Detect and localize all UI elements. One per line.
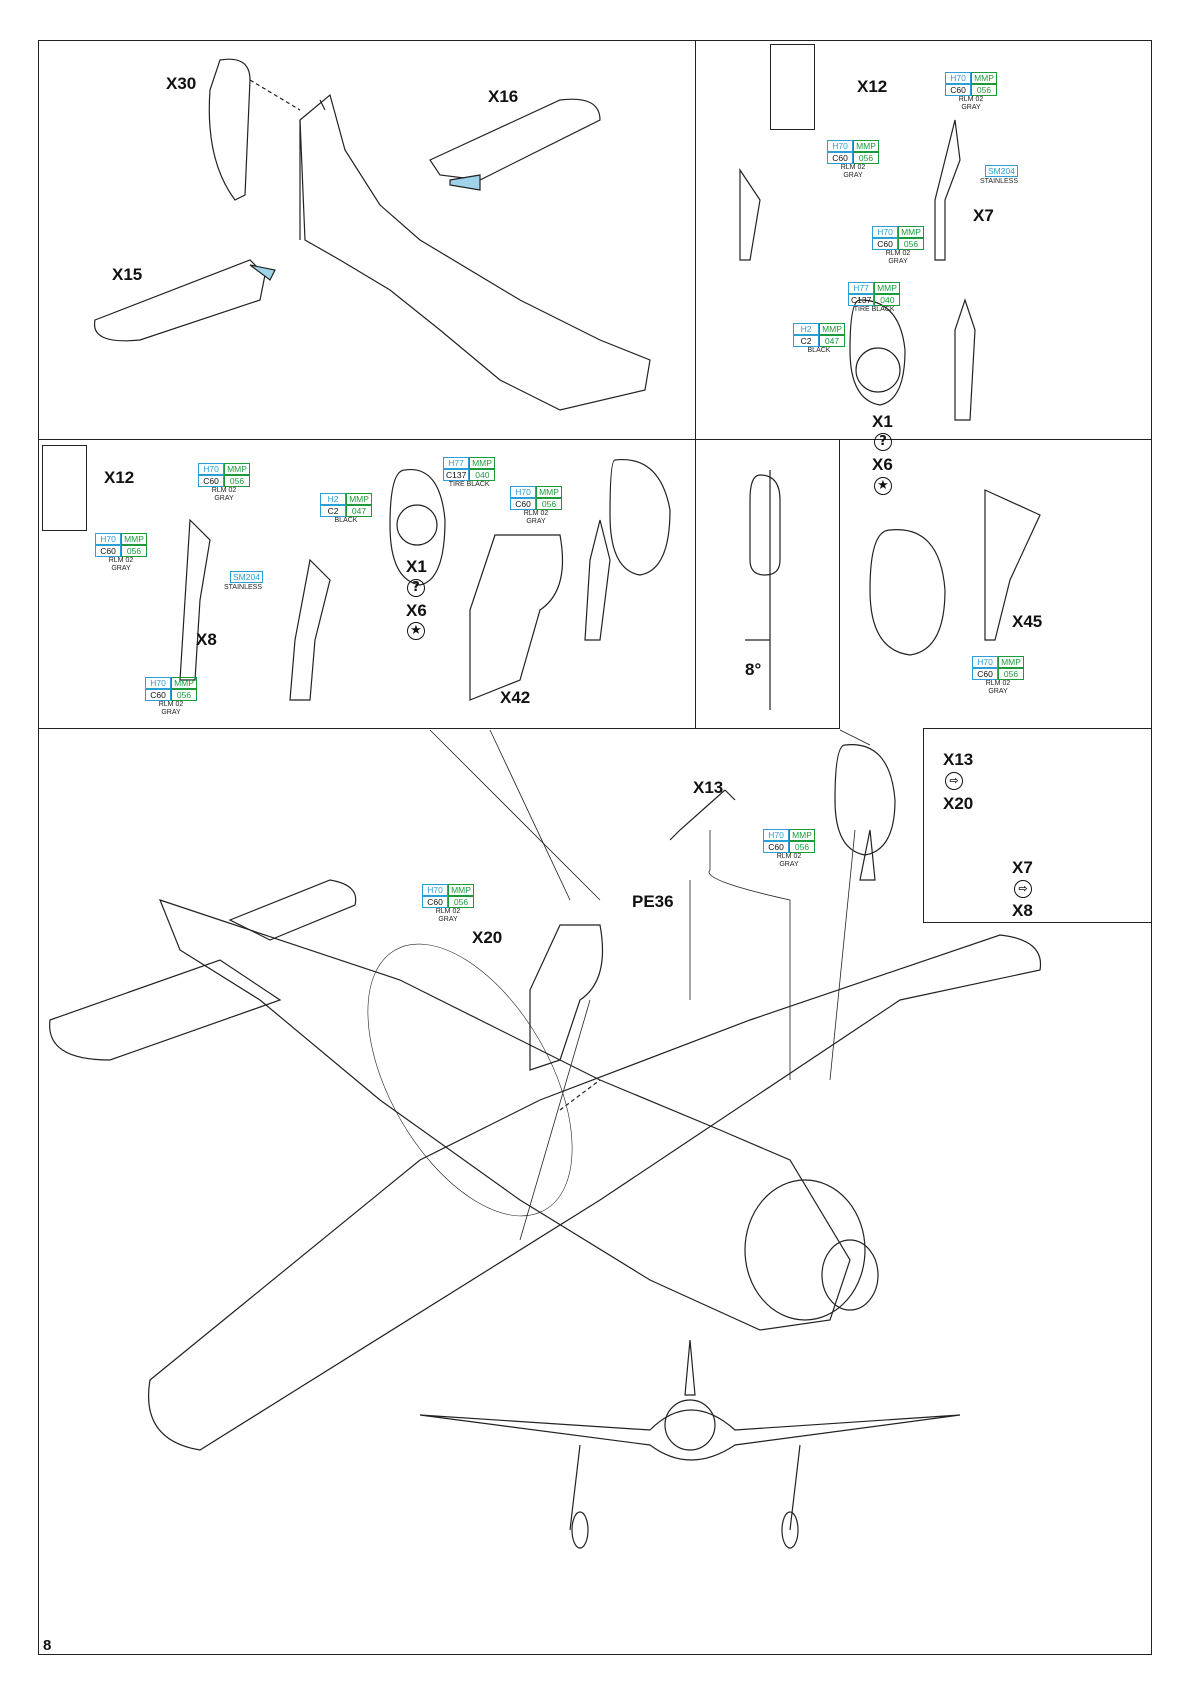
paint-name-stainless: STAINLESS xyxy=(224,584,262,591)
label-x1-mid: X1 xyxy=(406,557,427,576)
label-x6-mid: X6 xyxy=(406,601,427,620)
tail-fuselage xyxy=(299,93,651,411)
label-x13: X13 xyxy=(693,778,724,797)
inset-x12-top xyxy=(770,44,815,130)
engine-cowl xyxy=(744,1179,866,1321)
label-x20: X20 xyxy=(472,928,503,947)
main-strut-right xyxy=(954,298,976,421)
star-icon: ★ xyxy=(874,477,892,495)
paint-callout-sm204: SM204 xyxy=(985,165,1018,177)
paint-callout-sm204: SM204 xyxy=(230,571,263,583)
label-x1-right: X1 xyxy=(872,412,893,431)
elevator-left xyxy=(93,259,266,342)
label-pe36: PE36 xyxy=(632,892,674,911)
elevator-right xyxy=(429,98,601,181)
main-strut-top xyxy=(934,119,961,261)
aircraft-wing xyxy=(148,934,1042,1451)
arrow-icon: ⇨ xyxy=(945,772,963,790)
label-x7: X7 xyxy=(973,206,994,225)
aircraft-fuselage xyxy=(158,899,851,1331)
paint-name-stainless: STAINLESS xyxy=(980,178,1018,185)
inset-x12-left xyxy=(42,445,87,531)
label-x42: X42 xyxy=(500,688,531,707)
question-icon: ? xyxy=(407,579,425,597)
page-number: 8 xyxy=(43,1637,52,1654)
x45-fairing xyxy=(984,489,1041,641)
label-x8-inset: X8 xyxy=(1012,901,1033,920)
panel-angle xyxy=(695,439,840,729)
front-view xyxy=(419,1409,961,1461)
aircraft-h-stab xyxy=(49,959,282,1061)
label-x30: X30 xyxy=(166,74,197,93)
question-icon: ? xyxy=(874,433,892,451)
label-x13-inset: X13 xyxy=(943,750,974,769)
arrow-icon: ⇨ xyxy=(1014,880,1032,898)
inset-x13-x20 xyxy=(923,728,1152,923)
rudder-part xyxy=(208,58,251,201)
star-icon: ★ xyxy=(407,622,425,640)
label-x16: X16 xyxy=(488,87,519,106)
label-x6-right: X6 xyxy=(872,455,893,474)
label-x7-inset: X7 xyxy=(1012,858,1033,877)
wheel-fairing xyxy=(469,534,564,701)
label-x45: X45 xyxy=(1012,612,1043,631)
label-x12-left: X12 xyxy=(104,468,135,487)
label-x8: X8 xyxy=(196,630,217,649)
label-angle: 8° xyxy=(745,660,762,679)
label-x15: X15 xyxy=(112,265,143,284)
label-x12-top: X12 xyxy=(857,77,888,96)
panel-main-gear-strut xyxy=(695,40,1152,440)
label-x20-inset: X20 xyxy=(943,794,974,813)
